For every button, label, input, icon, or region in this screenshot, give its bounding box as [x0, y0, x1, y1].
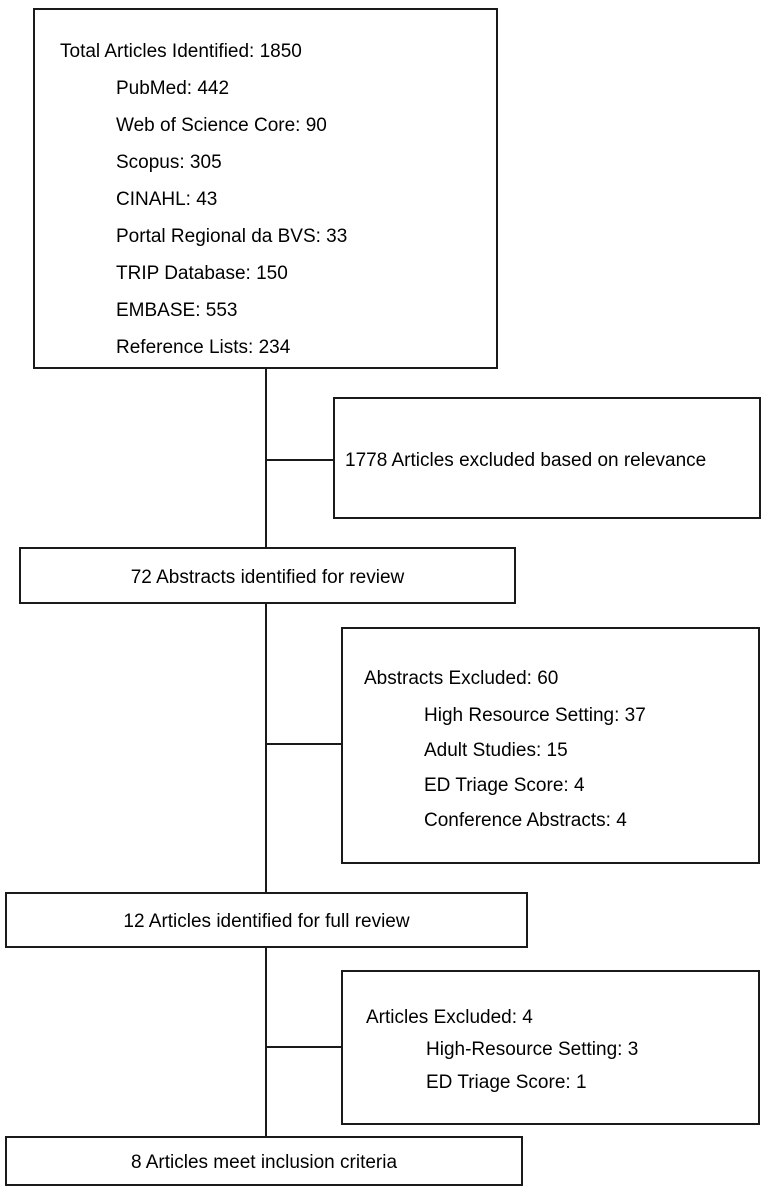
inclusion-text: 8 Articles meet inclusion criteria — [130, 1152, 398, 1173]
identification-box: Total Articles Identified: 1850 PubMed: … — [33, 8, 498, 369]
source-item: Reference Lists: 234 — [116, 337, 291, 358]
branch-connector-2 — [265, 743, 342, 745]
abstract-exclusion-reason: Adult Studies: 15 — [424, 740, 568, 761]
relevance-exclusion-text: 1778 Articles excluded based on relevanc… — [345, 450, 707, 471]
abstracts-identified-text: 72 Abstracts identified for review — [130, 567, 405, 588]
branch-connector-3 — [265, 1046, 342, 1048]
abstract-exclusion-reason: ED Triage Score: 4 — [424, 775, 585, 796]
relevance-exclusion-box: 1778 Articles excluded based on relevanc… — [333, 397, 761, 519]
full-review-text: 12 Articles identified for full review — [123, 911, 410, 932]
abstracts-identified-box: 72 Abstracts identified for review — [19, 547, 516, 604]
source-item: PubMed: 442 — [116, 78, 230, 99]
source-item: EMBASE: 553 — [116, 300, 238, 321]
source-item: Scopus: 305 — [116, 152, 222, 173]
main-connector-1 — [265, 368, 267, 548]
abstract-exclusion-reason: Conference Abstracts: 4 — [424, 810, 627, 831]
article-exclusion-reason: ED Triage Score: 1 — [426, 1072, 587, 1093]
source-item: CINAHL: 43 — [116, 189, 218, 210]
full-review-box: 12 Articles identified for full review — [5, 892, 528, 948]
source-item: Portal Regional da BVS: 33 — [116, 226, 348, 247]
inclusion-box: 8 Articles meet inclusion criteria — [5, 1136, 523, 1186]
article-exclusion-reason: High-Resource Setting: 3 — [426, 1039, 639, 1060]
articles-excluded-title: Articles Excluded: 4 — [366, 1007, 533, 1028]
main-connector-3 — [265, 946, 267, 1137]
main-connector-2 — [265, 602, 267, 893]
abstracts-excluded-title: Abstracts Excluded: 60 — [364, 668, 559, 689]
total-articles-title: Total Articles Identified: 1850 — [60, 41, 302, 62]
source-item: TRIP Database: 150 — [116, 263, 288, 284]
abstract-exclusion-reason: High Resource Setting: 37 — [424, 705, 646, 726]
articles-excluded-box: Articles Excluded: 4 High-Resource Setti… — [341, 970, 760, 1125]
abstracts-excluded-box: Abstracts Excluded: 60 High Resource Set… — [341, 627, 760, 864]
source-item: Web of Science Core: 90 — [116, 115, 327, 136]
branch-connector-1 — [265, 459, 334, 461]
